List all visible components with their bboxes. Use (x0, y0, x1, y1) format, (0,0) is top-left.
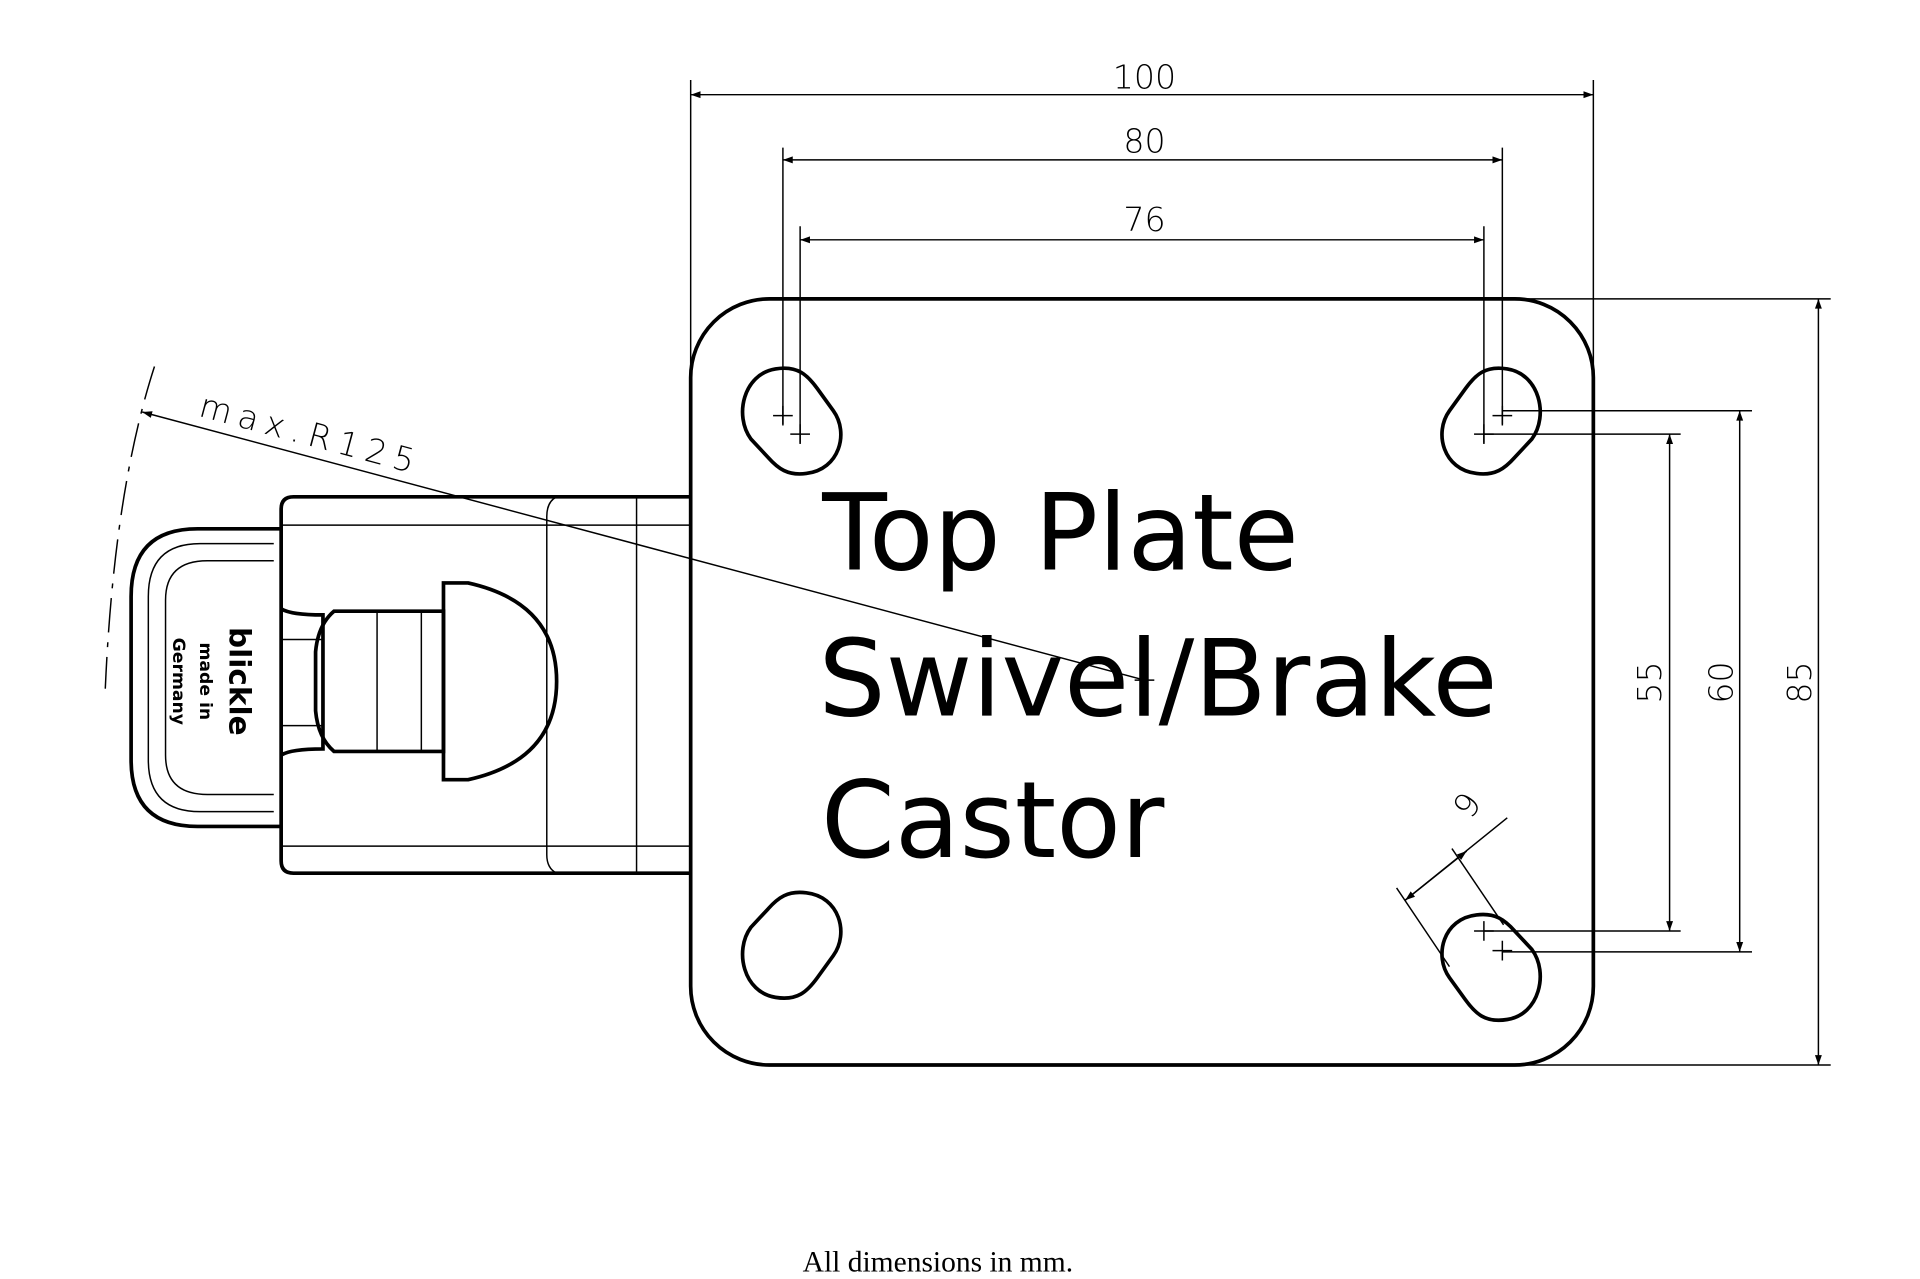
radius-label: max.R125 (195, 386, 426, 483)
mounting-slot-top-right (1440, 366, 1542, 476)
plate-outline (688, 296, 1596, 1067)
germany-text: Germany (168, 638, 188, 725)
dim-100-label: 100 (1113, 58, 1176, 97)
dimension-plate-width: 100 (689, 58, 1595, 406)
dim-55-label: 55 (1630, 661, 1669, 703)
dim-85-label: 85 (1780, 661, 1819, 703)
dimension-hole-spacing-outer-y: 60 (1502, 410, 1752, 953)
title-line-1: Top Plate (821, 471, 1299, 594)
units-footnote: All dimensions in mm. (803, 1247, 1073, 1279)
dim-9-label: 9 (1445, 785, 1489, 825)
title-line-2: Swivel/Brake (819, 618, 1498, 741)
dimension-plate-height: 85 (1502, 298, 1831, 1066)
brand-logo: blickle (222, 627, 256, 736)
drawing-title: Top Plate Swivel/Brake Castor (819, 471, 1498, 882)
mounting-slot-bottom-left (740, 890, 843, 1000)
dimension-hole-spacing-inner-y: 55 (1483, 433, 1681, 932)
brand-logo-text: blickle (222, 627, 256, 736)
mounting-slot-top-left (740, 366, 843, 476)
dim-76-label: 76 (1123, 200, 1165, 239)
dim-80-label: 80 (1123, 121, 1165, 160)
title-line-3: Castor (821, 759, 1165, 882)
dim-60-label: 60 (1701, 661, 1740, 703)
dimension-hole-spacing-outer-x: 80 (782, 121, 1504, 425)
made-in-text: made in (195, 642, 215, 720)
dimension-slot-width: 9 (1395, 785, 1508, 968)
dimension-hole-spacing-inner-x: 76 (799, 200, 1485, 443)
brake-pedal-assembly: blickle made in Germany (129, 494, 691, 876)
